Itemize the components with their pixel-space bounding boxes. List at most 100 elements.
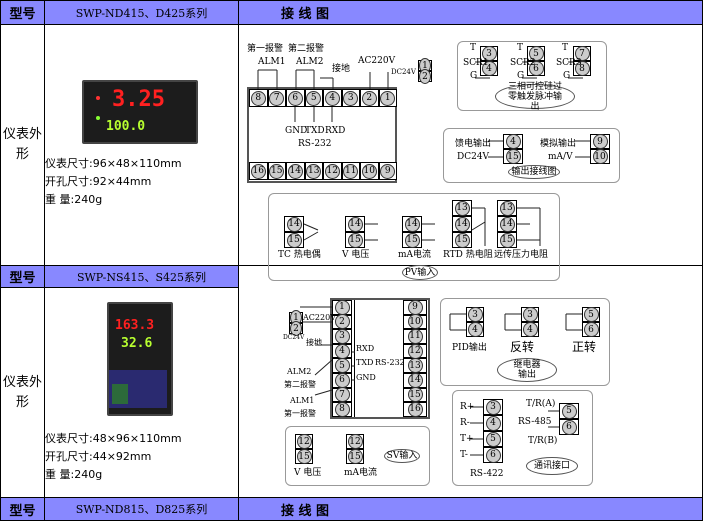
rxd-label: RXD	[325, 126, 346, 136]
wiring-header-1: 接 线 图	[238, 0, 703, 25]
terminal-bottom-row-10: 10	[360, 162, 379, 180]
v-label: V 电压	[342, 250, 370, 260]
pv-input-box	[268, 193, 560, 281]
terminal-right-column-12: 12	[403, 343, 427, 359]
terminal-left-column-6: 6	[332, 372, 352, 388]
analog-unit-label: mA/V	[548, 152, 573, 162]
terminal-number: 4	[485, 415, 501, 431]
terminal-right-column-16: 16	[403, 401, 427, 417]
rtd-terminals-14: 14	[452, 216, 472, 232]
terminal-number: 13	[499, 200, 515, 216]
terminal-number: 15	[269, 163, 285, 179]
wiring-cell-2	[238, 265, 703, 498]
terminal-number: 10	[361, 163, 377, 179]
sv-ma-terminals-15: 15	[346, 449, 364, 464]
remote-resistance-label: 远传压力电阻	[494, 250, 549, 260]
series-name: SWP-ND815、D825系列	[75, 503, 208, 516]
terminal-number: 15	[499, 232, 515, 248]
scr3-terminals-7: 7	[573, 46, 591, 61]
terminal-number: 7	[334, 387, 350, 403]
scr2-label: SCR2	[510, 58, 536, 68]
terminal-number: 15	[407, 387, 423, 403]
terminal-number: 14	[454, 216, 470, 232]
relay-output-box	[440, 298, 610, 386]
terminal-number: 15	[347, 232, 363, 248]
remote-terminals-13: 13	[497, 200, 517, 216]
sv-display: 100.0	[106, 119, 146, 134]
terminal-bottom-row-14: 14	[286, 162, 305, 180]
spec-cutout: 开孔尺寸:44×92mm	[45, 450, 152, 463]
terminal-top-row-7: 7	[267, 89, 286, 107]
rs232-label: RS-232	[298, 139, 332, 149]
terminal-number: 11	[343, 163, 359, 179]
v-terminals-14: 14	[345, 216, 365, 232]
rs422-label: RS-422	[470, 469, 504, 479]
wiring-header-3: 接 线 图	[238, 497, 703, 521]
meter-image-horizontal: 3.25 100.0	[82, 80, 198, 144]
appearance-label-cell: 仪表外形	[0, 24, 45, 266]
forward-terminals-6: 6	[582, 322, 600, 337]
terminal-left-column-8: 8	[332, 401, 352, 417]
terminal-number: 3	[343, 90, 359, 106]
series-header-2: SWP-NS415、S425系列	[44, 265, 239, 288]
feed-output-label: 馈电输出	[455, 139, 492, 149]
terminal-number: 3	[522, 307, 538, 322]
analog-output-label: 模拟输出	[540, 139, 577, 149]
terminal-number: 16	[250, 163, 266, 179]
scr-g-label: G	[470, 71, 478, 81]
rs232-label: RS-232	[375, 358, 405, 367]
gnd-label: GND	[356, 373, 376, 382]
terminal-number: 6	[287, 90, 303, 106]
appearance-label: 仪表外形	[2, 374, 42, 410]
spec-size: 仪表尺寸:48×96×110mm	[45, 432, 182, 445]
terminal-number: 16	[407, 401, 423, 417]
series-header-3: SWP-ND815、D825系列	[44, 497, 239, 521]
terminal-number: 4	[467, 322, 483, 337]
terminal-bottom-row-13: 13	[304, 162, 323, 180]
rtd-terminals-13: 13	[452, 200, 472, 216]
forward-terminals-5: 5	[582, 307, 600, 322]
terminal-number: 15	[404, 232, 420, 248]
r-minus-label: R-	[460, 418, 470, 428]
meter-image-vertical: 163.3 32.6	[107, 302, 173, 416]
sv-input-box	[285, 426, 430, 486]
terminal-right-column-15: 15	[403, 387, 427, 403]
series-name: SWP-ND415、D425系列	[75, 6, 208, 20]
terminal-number: 5	[306, 90, 322, 106]
ac220v-label: AC220V	[303, 313, 336, 322]
tc-label: TC 热电偶	[278, 250, 321, 260]
pv-display: 3.25	[112, 87, 165, 112]
reverse-label: 反转	[510, 340, 535, 354]
forward-label: 正转	[572, 340, 597, 354]
sv-v-terminals-12: 12	[295, 434, 313, 449]
terminal-number: 5	[334, 358, 350, 374]
terminal-number: 3	[467, 307, 483, 322]
sv-caption: SV输入	[384, 449, 420, 463]
terminal-number: 15	[286, 232, 302, 248]
terminal-right-column-9: 9	[403, 299, 427, 315]
scr-t-label: T	[517, 43, 524, 53]
rs422-terminals-3: 3	[483, 399, 503, 415]
feed-voltage-label: DC24V	[457, 152, 490, 162]
model-header: 型号	[0, 0, 45, 25]
terminal-number: 12	[324, 163, 340, 179]
terminal-number: 14	[407, 372, 423, 388]
terminal-bottom-row-11: 11	[341, 162, 360, 180]
terminal-number: 13	[306, 163, 322, 179]
pid-terminals-3: 3	[466, 307, 484, 322]
terminal-number: 7	[574, 46, 590, 61]
dc24v-terminals-2: 2	[289, 321, 303, 336]
terminal-top-row-2: 2	[360, 89, 379, 107]
reverse-terminals-3: 3	[521, 307, 539, 322]
reverse-terminals-4: 4	[521, 322, 539, 337]
terminal-number: 14	[404, 216, 420, 232]
terminal-number: 15	[454, 232, 470, 248]
terminal-left-column-3: 3	[332, 328, 352, 344]
terminal-number: 2	[361, 90, 377, 106]
pv-caption: PV输入	[402, 265, 438, 280]
scr-g-label: G	[563, 71, 571, 81]
terminal-number: 2	[334, 314, 350, 330]
output-caption: 输出接线图	[508, 165, 560, 179]
sv-ma-label: mA电流	[344, 468, 378, 478]
terminal-top-row-8: 8	[249, 89, 268, 107]
